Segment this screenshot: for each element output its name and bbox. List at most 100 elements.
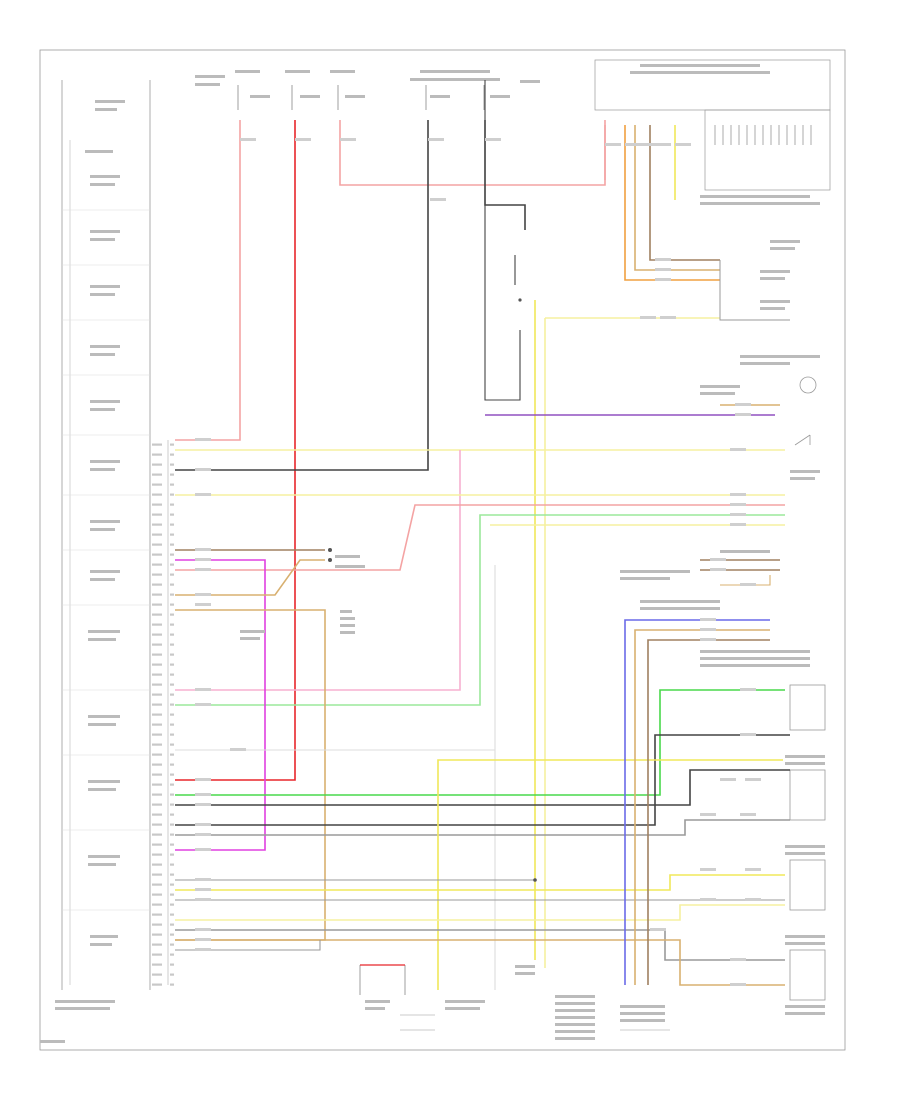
wires — [175, 80, 790, 990]
wire-blue-1 — [624, 619, 770, 985]
pin-number — [170, 773, 174, 776]
wire-color-tag — [655, 258, 671, 261]
pin-number — [170, 663, 174, 666]
pin-number — [170, 643, 174, 646]
pin-number — [170, 473, 174, 476]
wire-color-tag — [195, 793, 211, 796]
pin-tick — [152, 843, 162, 846]
pin-tick — [152, 953, 162, 956]
pin-tick — [152, 603, 162, 606]
pin-tick — [152, 963, 162, 966]
pin-tick — [152, 903, 162, 906]
pin-number — [170, 893, 174, 896]
pin-tick — [152, 983, 162, 986]
pin-number — [170, 493, 174, 496]
wire-color-tag — [700, 628, 716, 631]
pin-tick — [152, 643, 162, 646]
pin-tick — [152, 713, 162, 716]
pin-tick — [152, 653, 162, 656]
pin-number — [170, 723, 174, 726]
wire-color-tag — [295, 138, 311, 141]
top-right-module — [594, 59, 831, 205]
pin-tick — [152, 683, 162, 686]
wire-light-gray-1 — [175, 565, 496, 751]
wire-color-tag — [700, 618, 716, 621]
wire-gray-6 — [175, 940, 321, 951]
pin-tick — [152, 853, 162, 856]
wire-color-tag — [640, 316, 656, 319]
wire-color-tag — [340, 138, 356, 141]
wire-red-1 — [175, 120, 296, 781]
wire-gray-1 — [719, 260, 790, 321]
pin-number — [170, 883, 174, 886]
wire-color-tag — [710, 558, 726, 561]
wire-color-tag — [625, 143, 641, 146]
wire-color-tag — [428, 138, 444, 141]
pin-number — [170, 753, 174, 756]
pin-tick — [152, 563, 162, 566]
pin-number — [170, 793, 174, 796]
wire-color-tag — [700, 898, 716, 901]
pin-number — [170, 693, 174, 696]
pin-number — [170, 523, 174, 526]
pin-ticks — [152, 443, 174, 986]
bottom-components — [359, 965, 670, 1040]
pin-number — [170, 483, 174, 486]
pin-number — [170, 573, 174, 576]
wire-color-tag — [195, 888, 211, 891]
wire-color-tag — [485, 138, 501, 141]
pin-tick — [152, 703, 162, 706]
wire-color-tag — [655, 268, 671, 271]
wire-color-tag — [195, 938, 211, 941]
pin-number — [170, 853, 174, 856]
wire-color-tag — [195, 833, 211, 836]
pin-tick — [152, 923, 162, 926]
wire-color-tag — [195, 438, 211, 441]
left-component-ticks — [62, 209, 150, 911]
pin-number — [170, 763, 174, 766]
wire-color-tag — [740, 733, 756, 736]
pin-tick — [152, 793, 162, 796]
pin-tick — [152, 803, 162, 806]
pin-number — [170, 803, 174, 806]
pin-number — [170, 543, 174, 546]
wire-color-tag — [740, 583, 756, 586]
pin-number — [170, 743, 174, 746]
pin-tick — [152, 813, 162, 816]
wire-color-tag — [730, 983, 746, 986]
pin-number — [170, 843, 174, 846]
wire-color-tag — [195, 468, 211, 471]
pin-number — [170, 463, 174, 466]
wire-color-tag — [745, 898, 761, 901]
wire-color-tag — [240, 138, 256, 141]
wire-green-1 — [175, 689, 785, 796]
wire-color-tag — [195, 703, 211, 706]
pin-number — [170, 533, 174, 536]
wire-color-tag — [195, 568, 211, 571]
wire-brown-1 — [649, 125, 720, 261]
pin-number — [170, 623, 174, 626]
wire-color-tag — [195, 928, 211, 931]
wire-color-tag — [710, 568, 726, 571]
wire-color-tag — [675, 143, 691, 146]
wire-color-tag — [730, 448, 746, 451]
pin-number — [170, 973, 174, 976]
wire-color-tag — [655, 143, 671, 146]
pin-tick — [152, 543, 162, 546]
wire-tan-3 — [175, 559, 325, 596]
pin-tick — [152, 763, 162, 766]
pin-tick — [152, 623, 162, 626]
pin-number — [170, 913, 174, 916]
pin-number — [170, 713, 174, 716]
pin-number — [170, 633, 174, 636]
wire-color-tag — [730, 493, 746, 496]
pin-tick — [152, 553, 162, 556]
wire-color-tag — [195, 823, 211, 826]
wire-color-tag — [650, 928, 666, 931]
wire-tan-7 — [720, 575, 771, 586]
wire-color-tag — [430, 198, 446, 201]
pin-number — [170, 653, 174, 656]
wire-light-yellow-1 — [544, 317, 720, 968]
